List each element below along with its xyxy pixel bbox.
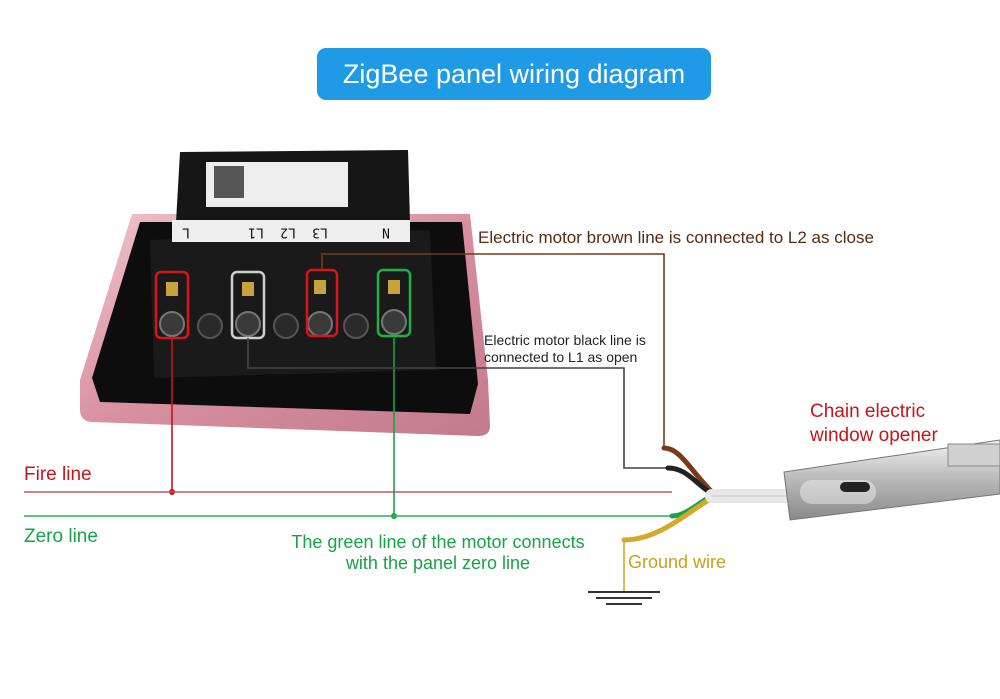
n-terminal-highlight bbox=[376, 268, 412, 338]
window-opener-label: Chain electric window opener bbox=[810, 400, 938, 448]
green-line-label-1: The green line of the motor connects bbox=[291, 532, 585, 552]
black-line-label: Electric motor black line is connected t… bbox=[484, 332, 646, 366]
qr-code bbox=[214, 166, 244, 198]
terminal-L1: L1 bbox=[248, 225, 264, 240]
wire-paths bbox=[24, 253, 672, 605]
terminal-screws bbox=[159, 280, 407, 339]
chain-window-opener bbox=[783, 439, 1000, 521]
window-opener-label-2: window opener bbox=[810, 425, 938, 446]
zero-line-label: Zero line bbox=[24, 526, 98, 547]
terminal-L3: L3 bbox=[312, 225, 328, 240]
terminal-L: L bbox=[182, 225, 190, 240]
black-line-label-1: Electric motor black line is bbox=[484, 332, 646, 348]
brown-line-label: Electric motor brown line is connected t… bbox=[478, 228, 874, 247]
terminal-label-strip bbox=[172, 220, 410, 242]
window-opener-label-1: Chain electric bbox=[810, 401, 926, 422]
fire-line-label: Fire line bbox=[24, 464, 92, 485]
terminal-labels: L L1 L2 L3 N bbox=[182, 225, 390, 240]
switch-panel bbox=[80, 150, 490, 436]
green-line-label-2: with the panel zero line bbox=[345, 553, 531, 573]
ground-wire-label: Ground wire bbox=[628, 552, 727, 572]
green-line-label: The green line of the motor connects wit… bbox=[280, 532, 596, 574]
black-line-label-2: connected to L1 as open bbox=[484, 349, 638, 365]
motor-cable bbox=[621, 445, 797, 543]
terminal-L2: L2 bbox=[280, 225, 296, 240]
terminal-N: N bbox=[382, 225, 390, 240]
diagram-title: ZigBee panel wiring diagram bbox=[317, 48, 711, 100]
